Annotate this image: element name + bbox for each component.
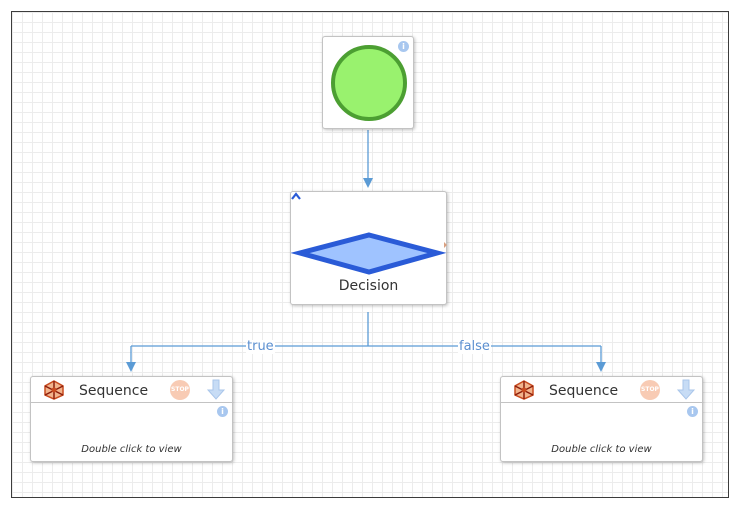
- info-icon[interactable]: i: [687, 406, 698, 417]
- arrow-down-icon[interactable]: [207, 379, 225, 401]
- sequence-hint: Double click to view: [81, 444, 182, 455]
- sequence-icon: [44, 380, 64, 400]
- true-branch-label: true: [246, 339, 275, 354]
- stop-icon[interactable]: STOP: [170, 380, 190, 400]
- sequence-node-false[interactable]: Sequence STOP i Double click to view: [500, 376, 703, 462]
- start-node[interactable]: i: [322, 36, 414, 129]
- stop-icon[interactable]: STOP: [640, 380, 660, 400]
- sequence-node-true[interactable]: Sequence STOP i Double click to view: [30, 376, 233, 462]
- start-circle-icon: [331, 45, 407, 121]
- info-icon[interactable]: i: [398, 41, 409, 52]
- decision-node[interactable]: Decision: [290, 191, 447, 305]
- info-icon[interactable]: i: [217, 406, 228, 417]
- decision-diamond-icon: [291, 232, 447, 275]
- chevron-up-icon[interactable]: [291, 192, 301, 200]
- arrow-down-icon[interactable]: [677, 379, 695, 401]
- sequence-hint: Double click to view: [551, 444, 652, 455]
- sequence-title: Sequence: [549, 383, 619, 399]
- decision-label: Decision: [338, 278, 399, 294]
- sequence-icon: [514, 380, 534, 400]
- sequence-header: Sequence STOP: [31, 377, 232, 403]
- false-branch-label: false: [458, 339, 491, 354]
- sequence-header: Sequence STOP: [501, 377, 702, 403]
- sequence-title: Sequence: [79, 383, 149, 399]
